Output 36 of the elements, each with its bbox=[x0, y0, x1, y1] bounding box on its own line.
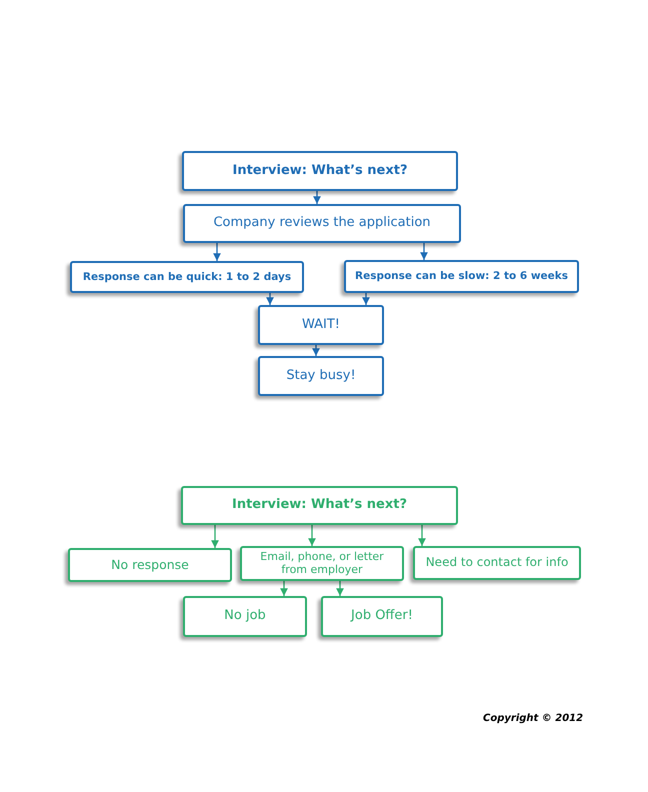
arrow bbox=[420, 243, 428, 260]
process-box bbox=[183, 204, 461, 243]
arrow bbox=[312, 345, 320, 356]
process-box bbox=[240, 546, 404, 581]
arrow bbox=[418, 525, 426, 546]
process-box bbox=[413, 546, 581, 580]
box-text: Need to contact for info bbox=[424, 556, 570, 570]
arrow bbox=[211, 525, 219, 548]
box-text: Stay busy! bbox=[285, 368, 357, 384]
box-text: No response bbox=[110, 558, 190, 572]
box-text: Interview: What’s next? bbox=[231, 164, 408, 178]
process-box bbox=[258, 356, 384, 396]
arrow bbox=[336, 581, 344, 596]
arrow bbox=[280, 581, 288, 596]
arrow bbox=[362, 293, 370, 305]
process-box bbox=[182, 151, 458, 191]
box-text: Response can be quick: 1 to 2 days bbox=[82, 270, 292, 284]
arrow bbox=[313, 191, 321, 204]
box-text: Job Offer! bbox=[349, 609, 414, 624]
arrow bbox=[308, 525, 316, 546]
process-box bbox=[183, 596, 307, 637]
arrow bbox=[266, 293, 274, 305]
process-box bbox=[181, 486, 458, 525]
process-box bbox=[344, 260, 579, 293]
process-box bbox=[258, 305, 384, 345]
box-text: Response can be slow: 2 to 6 weeks bbox=[354, 270, 570, 283]
process-box bbox=[68, 548, 232, 582]
process-box bbox=[70, 261, 304, 293]
arrow bbox=[213, 243, 221, 261]
box-text: Company reviews the application bbox=[212, 216, 432, 231]
box-text: No job bbox=[223, 609, 267, 624]
box-text: WAIT! bbox=[300, 318, 342, 332]
box-text: Interview: What’s next? bbox=[230, 498, 408, 513]
process-box bbox=[321, 596, 443, 637]
box-text: Email, phone, or letter from employer bbox=[259, 550, 385, 576]
copyright-note: Copyright © 2012 bbox=[483, 713, 584, 724]
